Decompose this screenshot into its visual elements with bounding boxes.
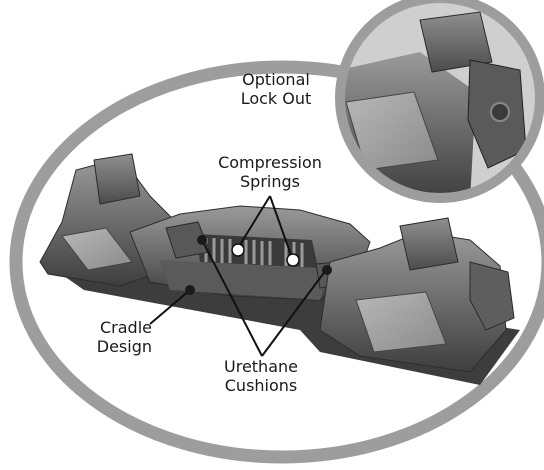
right-bracket (469, 261, 515, 331)
callout-dot-cradle (185, 285, 195, 295)
leader-cradle (149, 289, 191, 325)
label-line: Design (96, 337, 152, 356)
left-mount-plate (61, 227, 133, 271)
label-urethane-cushions: Urethane Cushions (206, 357, 316, 395)
label-line: Lock Out (240, 89, 312, 108)
leader-lines (149, 195, 327, 357)
left-urethane-cushion (165, 221, 211, 259)
label-line: Springs (240, 172, 300, 191)
left-top-block (93, 153, 141, 205)
lock-out-bolt (490, 102, 510, 122)
label-line: Optional (242, 70, 310, 89)
label-cradle-design: Cradle Design (68, 318, 152, 356)
label-line: Cushions (224, 376, 298, 395)
right-top-block (399, 217, 459, 271)
label-line: Urethane (224, 357, 298, 376)
inset-ring (335, 0, 544, 203)
label-optional-lock-out: Optional Lock Out (228, 70, 324, 108)
leader-cushions-right (261, 269, 327, 357)
callout-dot-cushion-left (197, 235, 207, 245)
callout-dot-springs-right (286, 253, 300, 267)
label-line: Cradle (100, 318, 152, 337)
label-line: Compression (218, 153, 322, 172)
leader-springs-right (269, 195, 293, 259)
leader-cushions-left (201, 239, 263, 357)
callout-dot-cushion-right (322, 265, 332, 275)
inset-detail (335, 0, 544, 203)
leader-springs-left (237, 195, 271, 249)
right-mount-plate (355, 291, 447, 353)
label-compression-springs: Compression Springs (208, 153, 332, 191)
callout-dot-springs-left (231, 243, 245, 257)
device-illustration (39, 153, 520, 385)
